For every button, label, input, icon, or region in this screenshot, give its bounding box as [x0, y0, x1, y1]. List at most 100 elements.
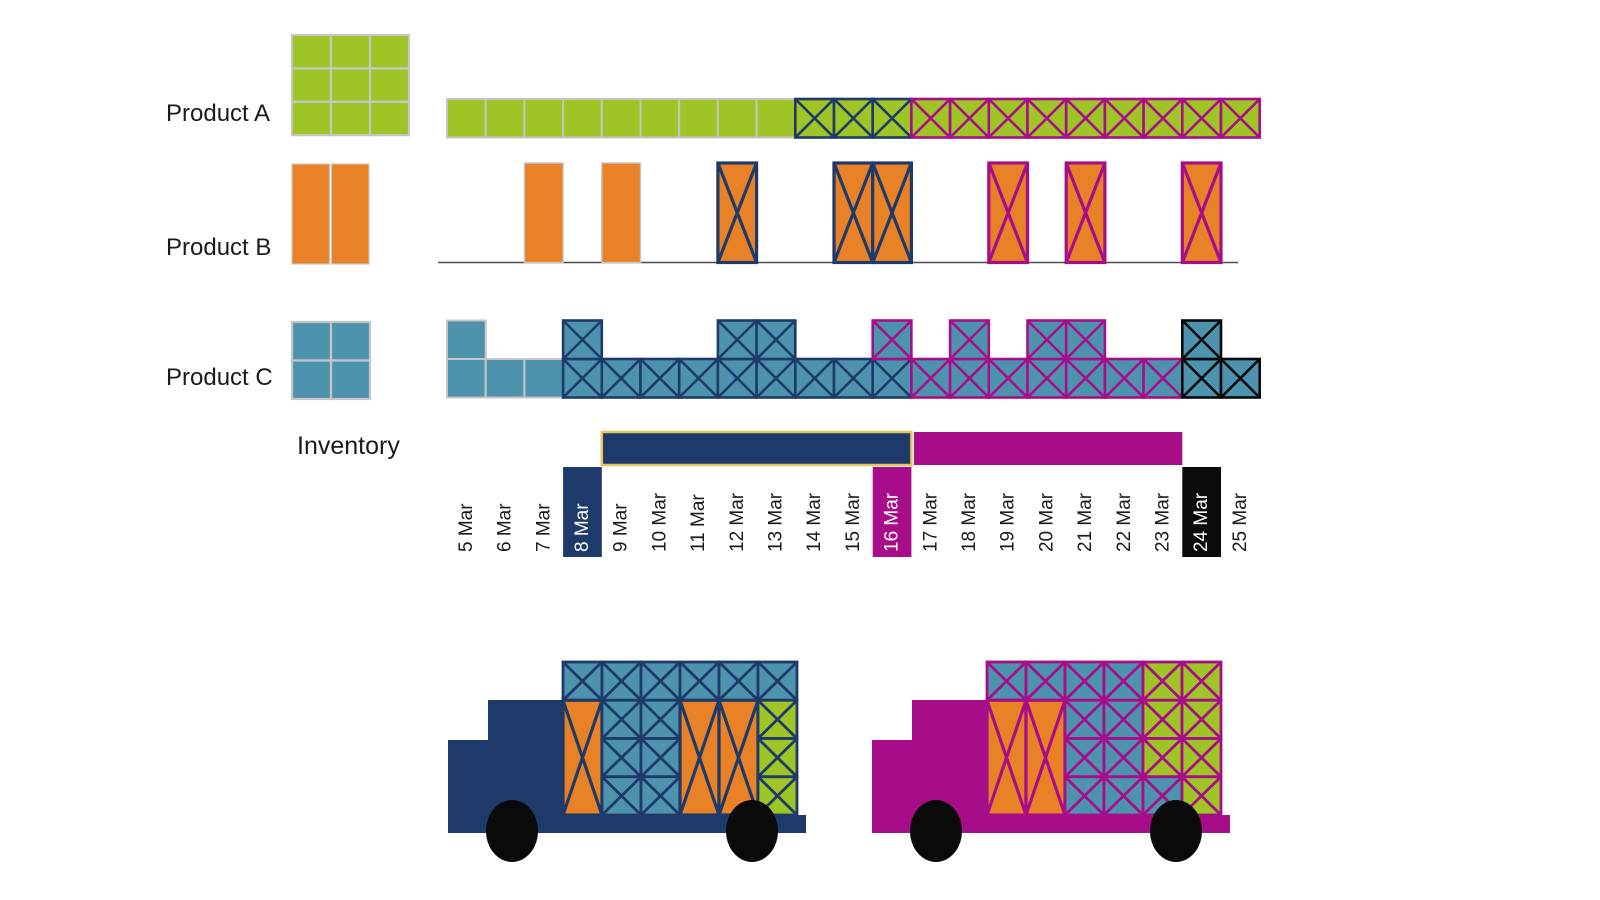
date-label: 12 Mar — [727, 492, 748, 552]
product-a-unit — [1026, 97, 1068, 139]
product-a-unit — [446, 98, 487, 139]
date-label: 15 Mar — [843, 492, 864, 552]
date-cell: 6 Mar — [495, 503, 516, 552]
date-cell: 11 Mar — [688, 494, 709, 552]
date-cell: 7 Mar — [533, 503, 554, 552]
cargo-crate — [1063, 775, 1106, 817]
product-b-batch — [1064, 161, 1107, 265]
product-b-label: Product B — [166, 234, 272, 261]
product-c-unit — [948, 357, 991, 399]
product-a-label: Product A — [166, 100, 271, 127]
date-label: 25 Mar — [1230, 492, 1251, 552]
cargo-crate — [600, 775, 643, 817]
date-label: 14 Mar — [804, 492, 825, 552]
product-c-unit — [561, 357, 604, 399]
date-cell: 17 Mar — [920, 492, 941, 552]
date-cell: 14 Mar — [804, 492, 825, 552]
date-cell: 8 Mar — [563, 467, 602, 557]
cargo-bar — [561, 698, 604, 817]
truck-cab — [872, 700, 987, 815]
product-c-unit — [832, 357, 875, 399]
product-c-unit — [755, 319, 797, 361]
cargo-crate — [1141, 737, 1184, 779]
cargo-crate — [561, 660, 604, 702]
product-a-unit — [1064, 97, 1107, 139]
cargo-crate — [600, 660, 643, 702]
date-cell: 5 Mar — [456, 503, 477, 552]
cargo-crate — [1102, 737, 1145, 779]
date-label: 24 Mar — [1191, 492, 1212, 552]
product-b-legend-block — [291, 163, 370, 265]
cargo-crate — [1141, 660, 1184, 702]
date-label: 8 Mar — [572, 503, 593, 552]
product-a-timeline — [446, 97, 1262, 139]
product-a-unit — [600, 98, 642, 139]
date-cell: 9 Mar — [611, 503, 632, 552]
cargo-bar — [985, 698, 1028, 817]
product-b-batch — [716, 161, 759, 265]
product-c-unit — [1181, 319, 1223, 361]
cargo-bar — [678, 698, 721, 817]
date-cell: 25 Mar — [1230, 492, 1251, 552]
product-c-unit — [446, 319, 487, 360]
date-cell: 18 Mar — [959, 492, 980, 552]
inventory-bars — [600, 430, 1183, 467]
cargo-crate — [1063, 737, 1106, 779]
cargo-crate — [1063, 660, 1106, 702]
cargo-crate — [756, 698, 799, 740]
cargo-bar — [717, 698, 760, 817]
product-c-unit — [484, 358, 526, 399]
product-b-batch — [523, 162, 564, 264]
truck-wheel — [486, 800, 538, 862]
product-c-unit — [1219, 357, 1262, 399]
cargo-crate — [1180, 737, 1223, 779]
product-b-batch — [987, 161, 1030, 265]
product-c-unit — [716, 357, 758, 399]
product-c-unit — [755, 357, 797, 399]
product-c-unit — [871, 319, 913, 361]
cargo-crate — [600, 698, 643, 740]
product-b-batch — [832, 161, 875, 265]
product-c-unit — [716, 319, 758, 361]
date-label: 7 Mar — [533, 503, 554, 552]
product-a-unit — [716, 98, 758, 139]
product-c-unit — [910, 357, 952, 399]
product-a-unit — [1219, 97, 1262, 139]
date-cell: 15 Mar — [843, 492, 864, 552]
cargo-crate — [1180, 660, 1223, 702]
cargo-crate — [1180, 698, 1223, 740]
cargo-crate — [717, 660, 760, 702]
product-c-unit — [561, 319, 604, 361]
cargo-crate — [1024, 660, 1067, 702]
product-c-unit — [1103, 357, 1145, 399]
product-b-timeline — [438, 161, 1238, 265]
cargo-crate — [756, 660, 799, 702]
truck-1 — [448, 660, 806, 862]
date-label: 21 Mar — [1075, 492, 1096, 552]
product-a-unit — [678, 98, 719, 139]
date-label: 20 Mar — [1036, 492, 1057, 552]
product-c-unit — [793, 357, 836, 399]
product-c-unit — [1064, 357, 1107, 399]
date-cell: 22 Mar — [1114, 492, 1135, 552]
product-a-unit — [1142, 97, 1184, 139]
cargo-crate — [756, 737, 799, 779]
truck-2 — [872, 660, 1230, 862]
date-label: 11 Mar — [688, 494, 709, 552]
date-cell: 12 Mar — [727, 492, 748, 552]
cargo-crate — [1063, 698, 1106, 740]
cargo-crate — [985, 660, 1028, 702]
product-c-unit — [446, 358, 487, 399]
date-cell: 19 Mar — [998, 492, 1019, 552]
cargo-crate — [1102, 698, 1145, 740]
cargo-crate — [639, 737, 682, 779]
truck-wheel — [726, 800, 778, 862]
product-c-unit — [1026, 319, 1068, 361]
product-c-unit — [1142, 357, 1184, 399]
product-b-batch — [601, 162, 642, 264]
cargo-crate — [1141, 698, 1184, 740]
date-label: 18 Mar — [959, 492, 980, 552]
